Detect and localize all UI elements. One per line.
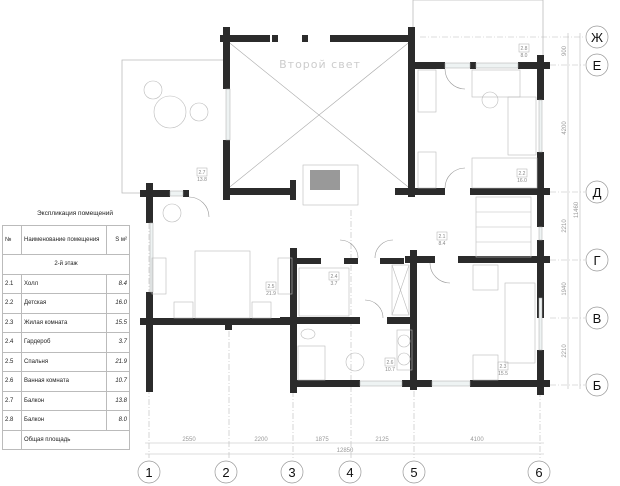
dim-right-3: 2210 bbox=[562, 219, 568, 233]
table-title: Экспликация помещений bbox=[36, 210, 114, 217]
header-area: S м² bbox=[106, 225, 130, 255]
door-swings bbox=[188, 68, 466, 319]
axis-label-2: 2 bbox=[222, 465, 229, 480]
room-tag-num: 2.2 bbox=[519, 171, 526, 177]
room-tag-area: 3.7 bbox=[331, 281, 338, 287]
dim-bottom-2: 2200 bbox=[254, 437, 268, 443]
room-tag-num: 2.1 bbox=[439, 234, 446, 240]
room-schedule-table: № Наименование помещения S м² 2-й этаж 2… bbox=[2, 225, 130, 450]
room-tag-area: 21.9 bbox=[266, 291, 276, 297]
row-area: 8.4 bbox=[106, 273, 130, 294]
axis-label-v: В bbox=[593, 311, 602, 326]
room-tag-num: 2.7 bbox=[199, 170, 206, 176]
room-tag-num: 2.6 bbox=[387, 360, 394, 366]
dimension-lines bbox=[145, 33, 581, 455]
table-header-row: № Наименование помещения S м² bbox=[2, 225, 130, 255]
void-label: Второй свет bbox=[279, 58, 361, 71]
room-tags: 2.7 13.8 2.8 8.0 2.2 16.0 2.1 8.4 2.5 21… bbox=[196, 43, 530, 377]
walls bbox=[140, 27, 550, 395]
fireplace bbox=[310, 170, 340, 190]
dim-bottom-4: 2125 bbox=[375, 437, 389, 443]
room-tag-num: 2.8 bbox=[521, 46, 528, 52]
grid-lines bbox=[148, 36, 585, 458]
windows bbox=[149, 62, 543, 387]
dim-bottom-total: 12850 bbox=[337, 448, 354, 454]
axis-label-e: Е bbox=[593, 58, 602, 73]
dim-right-5: 2210 bbox=[562, 344, 568, 358]
axis-label-g: Г bbox=[593, 253, 600, 268]
axis-label-zh: Ж bbox=[591, 30, 603, 45]
axis-label-b: Б bbox=[593, 378, 602, 393]
balconies bbox=[121, 0, 544, 194]
room-tag-num: 2.5 bbox=[268, 284, 275, 290]
room-tag-area: 16.0 bbox=[517, 178, 527, 184]
dim-right-total: 11460 bbox=[574, 201, 580, 218]
axis-bubbles-bottom bbox=[137, 460, 551, 484]
double-height-void bbox=[225, 39, 413, 191]
row-area: 8.0 bbox=[106, 410, 130, 431]
header-name: Наименование помещения bbox=[21, 225, 107, 255]
furniture bbox=[143, 69, 538, 381]
dim-right-1: 900 bbox=[562, 45, 568, 56]
axis-label-3: 3 bbox=[288, 465, 295, 480]
room-tag-area: 10.7 bbox=[385, 367, 395, 373]
room-tag-area: 8.0 bbox=[521, 53, 528, 59]
dim-bottom-3: 1875 bbox=[315, 437, 329, 443]
total-label: Общая площадь bbox=[21, 429, 130, 450]
room-tag-area: 13.8 bbox=[197, 177, 207, 183]
room-tag-area: 15.5 bbox=[498, 371, 508, 377]
axis-label-d: Д bbox=[593, 185, 602, 200]
total-row: Общая площадь bbox=[2, 429, 130, 450]
dim-bottom-1: 2550 bbox=[182, 437, 196, 443]
axis-bubbles-right bbox=[585, 25, 609, 397]
room-tag-area: 8.4 bbox=[439, 241, 446, 247]
dim-right-4: 1940 bbox=[562, 282, 568, 296]
dim-bottom-5: 4100 bbox=[470, 437, 484, 443]
room-tag-num: 2.4 bbox=[331, 274, 338, 280]
axis-label-6: 6 bbox=[535, 465, 542, 480]
room-tag-num: 2.3 bbox=[500, 364, 507, 370]
axis-label-4: 4 bbox=[346, 465, 353, 480]
axis-label-1: 1 bbox=[145, 465, 152, 480]
axis-label-5: 5 bbox=[410, 465, 417, 480]
dim-right-2: 4200 bbox=[562, 121, 568, 135]
